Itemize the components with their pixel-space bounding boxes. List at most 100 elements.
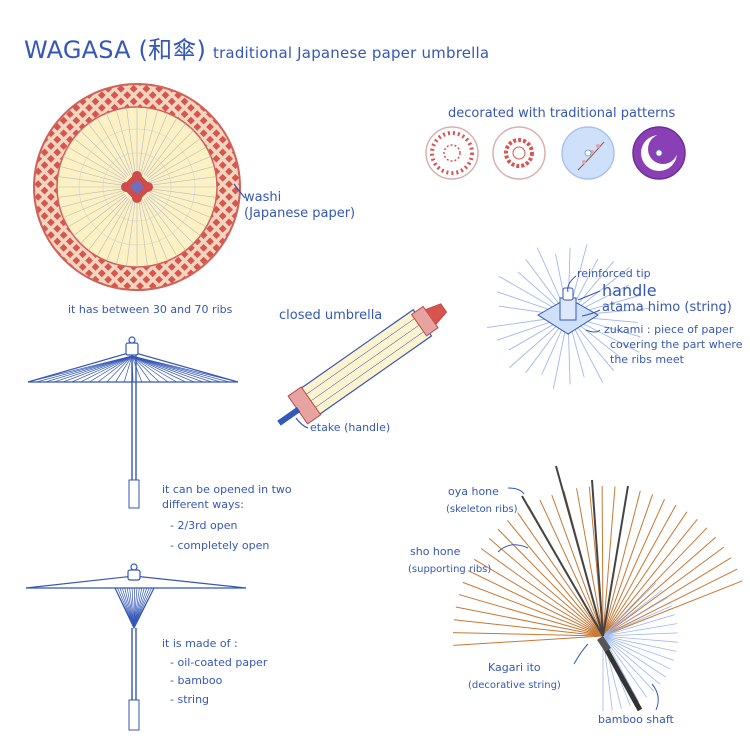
rib-line (67, 146, 126, 181)
rib-line (131, 355, 151, 383)
rib-line (133, 587, 152, 627)
rib-line (149, 192, 212, 218)
label-closed-umbrella: closed umbrella (279, 308, 383, 323)
rib-line (133, 587, 150, 627)
label-oya-hone: oya hone (448, 485, 499, 498)
rib-line (142, 112, 168, 175)
rib-line (126, 200, 136, 267)
rib-line (140, 200, 158, 265)
pattern-circle-2 (492, 126, 546, 180)
rib-line (36, 355, 133, 383)
rib-line (143, 117, 178, 176)
rib-line (602, 635, 655, 692)
rib-line (73, 195, 127, 236)
rib-line (117, 587, 135, 627)
rib-line (453, 619, 604, 637)
rib-line (453, 632, 604, 637)
rib-line (142, 199, 168, 262)
umbrella-top-view (33, 83, 241, 291)
rib-line (124, 587, 135, 627)
label-zukami-3: the ribs meet (610, 353, 684, 366)
label-made-1: it is made of : (162, 637, 238, 650)
rib-line (133, 587, 135, 627)
rib-line (602, 635, 647, 698)
rib-line (121, 587, 135, 627)
rib-line (148, 146, 207, 181)
rib-line (131, 355, 204, 383)
rib-line (133, 587, 143, 627)
rib-line (148, 193, 207, 228)
rib-line (602, 546, 725, 637)
umbrella-closed (277, 303, 448, 426)
rib-line (539, 499, 604, 637)
rib-line (116, 109, 134, 174)
rib-line (116, 200, 134, 265)
rib-line (57, 176, 124, 186)
rib-line (602, 498, 665, 637)
rib-line (133, 587, 148, 627)
rib-line (602, 536, 717, 637)
rib-line (140, 109, 158, 174)
label-kagari-ito-note: (decorative string) (468, 680, 561, 691)
rib-line (145, 197, 186, 251)
label-open-2: different ways: (162, 498, 244, 511)
rib-line (602, 519, 698, 637)
page-title: WAGASA (和傘) traditional Japanese paper u… (24, 30, 489, 65)
rib-line (458, 594, 604, 637)
rib-line (126, 587, 135, 627)
label-decorated: decorated with traditional patterns (448, 106, 676, 121)
rib-line (138, 200, 148, 267)
rib-line (131, 587, 135, 627)
rib-line (150, 190, 215, 208)
umbrella-skeleton-detail (453, 465, 743, 712)
rib-line (521, 495, 604, 637)
rib-line (147, 138, 201, 179)
label-open-3: - 2/3rd open (170, 519, 238, 532)
rib-line (602, 635, 671, 670)
rib-line (602, 589, 663, 637)
rib-line (89, 355, 133, 383)
rib-line (517, 512, 604, 637)
label-oya-hone-note: (skeleton ribs) (446, 504, 518, 515)
label-sho-hone: sho hone (410, 545, 461, 558)
rib-line (115, 355, 133, 383)
rib-line (131, 355, 239, 383)
label-open-4: - completely open (170, 539, 270, 552)
rib-line (147, 195, 201, 236)
washi-pointer (233, 183, 246, 199)
rib-line (45, 355, 133, 383)
rib-line (59, 166, 124, 184)
rib-line (131, 355, 143, 383)
rib-line (602, 527, 708, 637)
rib-line (602, 597, 668, 637)
rib-line (150, 188, 217, 198)
rib-line (88, 197, 129, 251)
rib-line (602, 635, 661, 685)
rib-line (602, 635, 667, 678)
rib-line (146, 130, 194, 178)
rib-line (133, 587, 155, 627)
label-zukami-2: covering the part where (610, 338, 743, 351)
rib-line (462, 581, 604, 637)
pattern-circle-1 (425, 126, 479, 180)
rib-line (59, 190, 124, 208)
rib-line (149, 156, 212, 182)
title-subtitle: traditional Japanese paper umbrella (212, 44, 490, 62)
label-made-4: - string (170, 693, 210, 706)
rib-line (80, 130, 128, 178)
rib-line (602, 485, 629, 637)
label-bamboo-shaft: bamboo shaft (598, 713, 674, 726)
label-reinforced-tip: reinforced tip (577, 267, 651, 280)
label-zukami-1: zukami : piece of paper (604, 323, 734, 336)
pattern-circles (425, 126, 686, 180)
rib-line (97, 355, 133, 383)
rib-line (551, 494, 604, 637)
rib-line (146, 196, 194, 244)
umbrella-side-view-open (25, 563, 247, 731)
rib-line (602, 494, 654, 637)
rib-line (602, 635, 675, 661)
rib-line (602, 580, 743, 637)
rib-line (133, 587, 138, 627)
rib-line (73, 138, 127, 179)
rib-line (473, 558, 604, 637)
